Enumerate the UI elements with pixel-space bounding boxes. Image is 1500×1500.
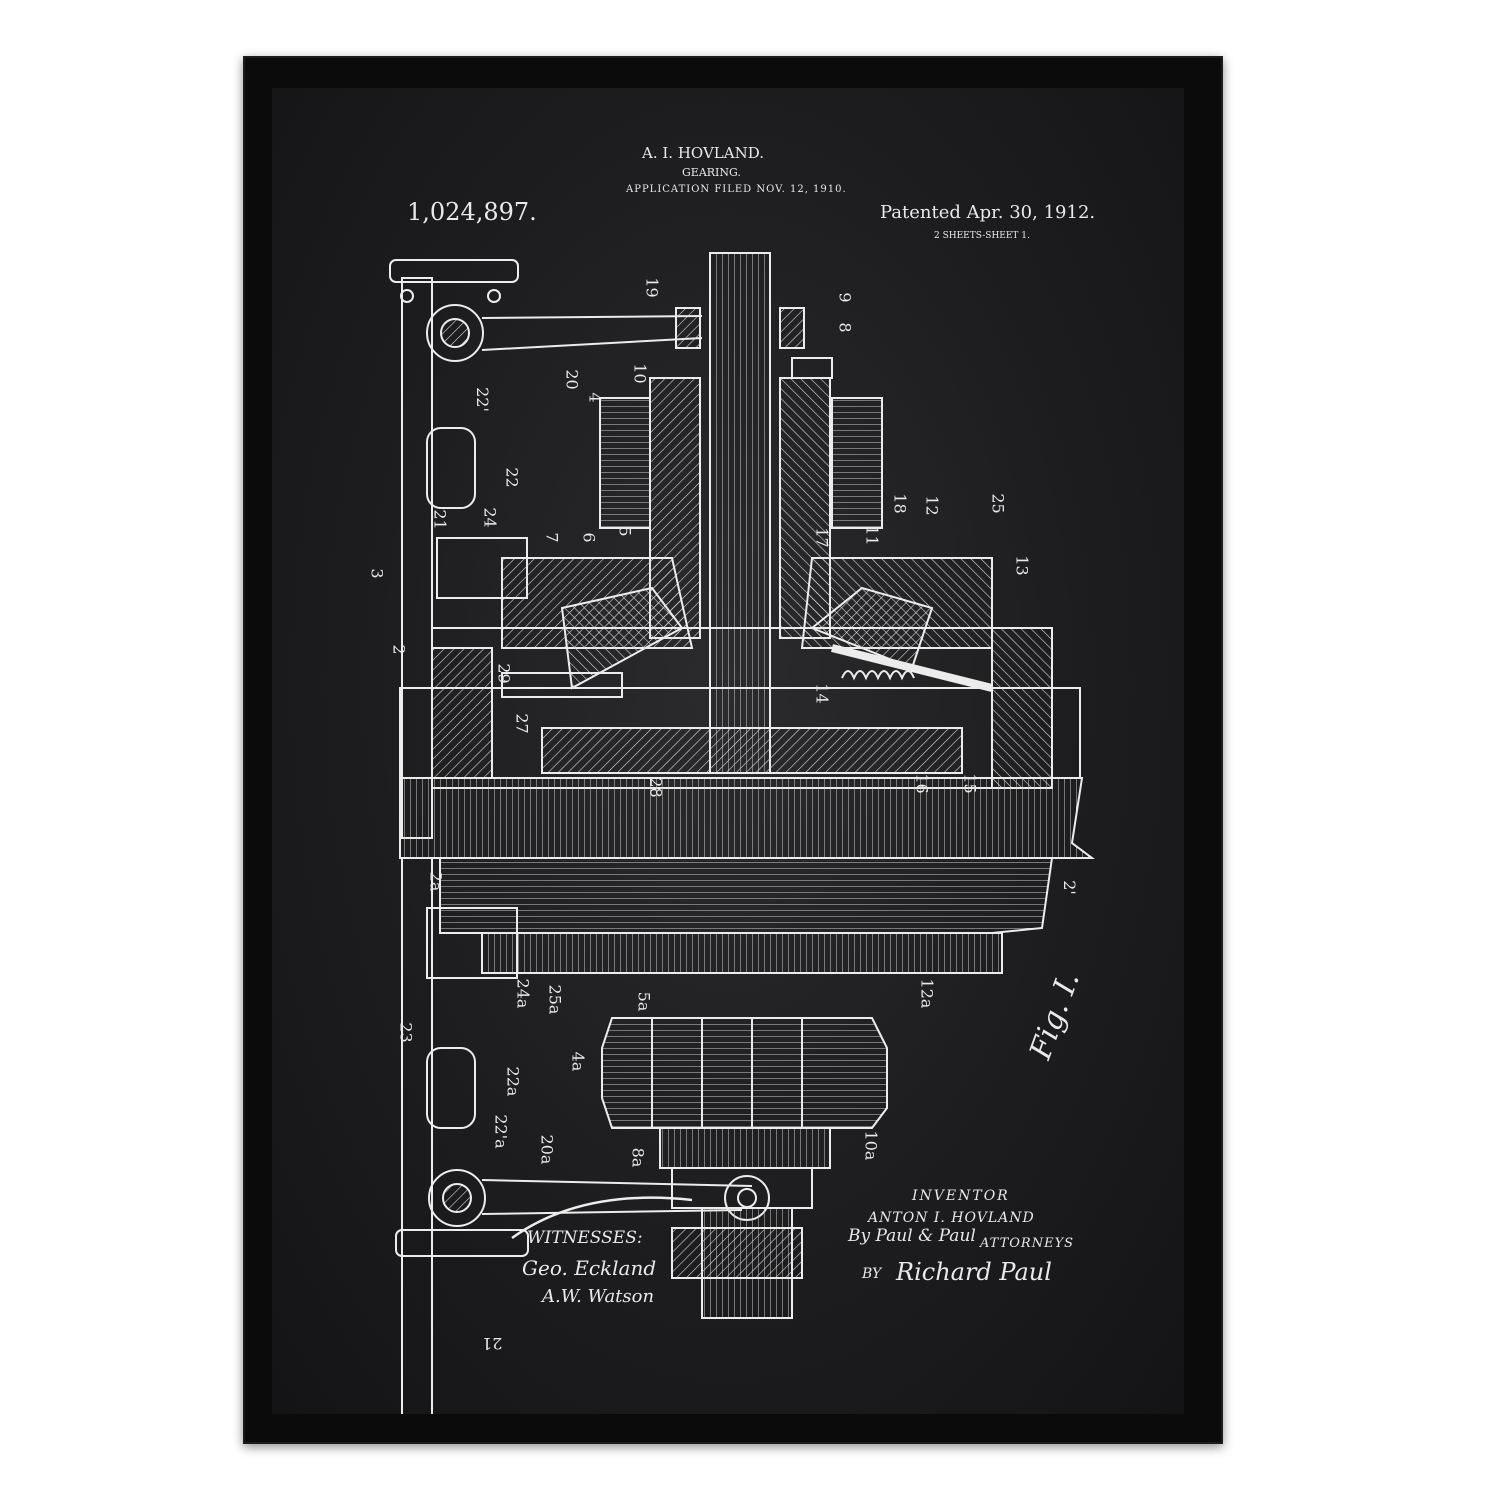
reference-number: 2' [1059, 880, 1079, 895]
reference-number: 22 [502, 467, 522, 488]
attorney-signature: Richard Paul [896, 1258, 1052, 1286]
reference-number: 22' [472, 387, 492, 412]
reference-number: 8 [835, 322, 855, 333]
reference-number: 20 [562, 369, 582, 390]
reference-number: 7 [542, 532, 562, 543]
reference-number: 15 [960, 773, 980, 794]
reference-number: 5a [634, 991, 654, 1012]
inventor-label: INVENTOR [912, 1188, 1010, 1204]
reference-number: 18 [890, 493, 910, 514]
reference-number: 13 [1012, 555, 1032, 576]
reference-number: 4a [568, 1051, 588, 1072]
reference-number: 28 [646, 777, 666, 798]
witness-signature-2: A.W. Watson [542, 1286, 655, 1307]
reference-number: 10 [630, 363, 650, 384]
inventor-header: A. I. HOVLAND. [642, 144, 764, 162]
reference-number: 21 [430, 509, 450, 530]
reference-number: 23 [396, 1022, 416, 1043]
main-shaft [709, 252, 771, 774]
reference-number: 3 [367, 568, 387, 579]
reference-number: 5 [615, 526, 635, 537]
reference-number: 17 [812, 527, 832, 548]
reference-number: 12 [922, 495, 942, 516]
gearing-drawing [389, 252, 1095, 1414]
attorney-firm-signature: By Paul & Paul [848, 1226, 976, 1246]
reference-number: 21 [482, 1334, 503, 1353]
reference-number: 10a [861, 1130, 881, 1161]
upper-left-gear [599, 397, 651, 529]
top-left-bracket [389, 259, 519, 283]
reference-number: 29 [494, 663, 514, 684]
reference-number: 2a [426, 871, 446, 892]
reference-number: 24a [513, 978, 533, 1009]
reference-number: 12a [917, 978, 937, 1009]
reference-number: 8a [628, 1147, 648, 1168]
reference-number: 25 [988, 493, 1008, 514]
reference-number: 25a [545, 984, 565, 1015]
reference-number: 11 [862, 525, 882, 546]
reference-number: 22a [503, 1066, 523, 1097]
sheet-count: 2 SHEETS-SHEET 1. [934, 231, 1030, 241]
inventor-name: ANTON I. HOVLAND [868, 1210, 1035, 1226]
witness-signature-1: Geo. Eckland [522, 1256, 657, 1280]
witnesses-label: WITNESSES: [527, 1228, 643, 1248]
reference-number: 27 [512, 713, 532, 734]
invention-title: GEARING. [682, 166, 741, 179]
lower-gear [601, 1017, 888, 1129]
by-label: BY [862, 1266, 882, 1282]
patented-date: Patented Apr. 30, 1912. [880, 202, 1096, 223]
patent-print: A. I. HOVLAND. GEARING. APPLICATION FILE… [272, 88, 1184, 1414]
reference-number: 4 [585, 392, 605, 403]
reference-number: 9 [835, 292, 855, 303]
reference-number: 2 [389, 644, 409, 655]
upper-right-gear [831, 397, 883, 529]
reference-number: 16 [912, 773, 932, 794]
reference-number: 19 [642, 277, 662, 298]
reference-number: 24 [480, 507, 500, 528]
reference-number: 20a [537, 1134, 557, 1165]
gear-drum [399, 777, 1095, 859]
patent-number: 1,024,897. [407, 198, 537, 226]
application-filed: APPLICATION FILED NOV. 12, 1910. [626, 184, 847, 195]
attorneys-label: ATTORNEYS [980, 1236, 1075, 1251]
reference-number: 6 [579, 532, 599, 543]
reference-number: 14 [812, 683, 832, 704]
reference-number: 22'a [491, 1114, 511, 1149]
